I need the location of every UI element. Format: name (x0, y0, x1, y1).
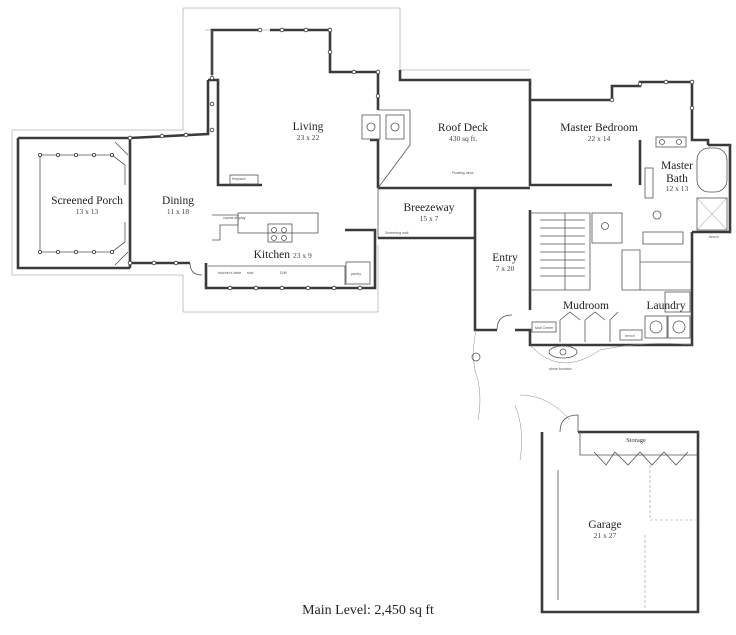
svg-text:sink: sink (247, 271, 254, 275)
living-dim: 23 x 22 (297, 133, 320, 142)
garage-label: Garage (588, 519, 621, 531)
breezeway-dim: 15 x 7 (420, 214, 439, 223)
service-wing-walls (471, 188, 694, 421)
screened-porch-dim: 13 x 13 (76, 207, 99, 216)
screened-porch-area (16, 136, 130, 270)
kitchen-label: Kitchen (254, 249, 291, 261)
plan-caption: Main Level: 2,450 sq ft (302, 603, 434, 618)
svg-text:fireplace: fireplace (232, 177, 246, 181)
garage-dim: 21 x 27 (594, 531, 617, 540)
roof-deck-dim: 430 sq ft. (449, 134, 477, 143)
screened-porch-label: Screened Porch (51, 195, 123, 207)
svg-text:Screening wall: Screening wall (385, 231, 409, 235)
roof-deck-area: Floating deck (361, 70, 545, 190)
svg-text:bench: bench (709, 235, 719, 239)
svg-text:butcher's table: butcher's table (218, 271, 241, 275)
entry-dim: 7 x 20 (496, 264, 515, 273)
master-bedroom-dim: 22 x 14 (588, 134, 611, 143)
breezeway-label: Breezeway (403, 202, 454, 214)
entry-label: Entry (492, 252, 518, 264)
main-block-walls: fireplace crystal display butcher's tabl… (127, 27, 381, 291)
master-bath-label: Master (661, 160, 693, 172)
svg-text:Floating deck: Floating deck (452, 171, 474, 175)
stone-fountain-label: stone fountain (549, 367, 572, 371)
pantry-label: pantry (351, 272, 361, 276)
svg-text:crystal display: crystal display (223, 216, 246, 220)
kitchen-dim: 23 x 9 (293, 251, 312, 260)
dining-label: Dining (162, 195, 194, 207)
bench-label: bench (625, 334, 635, 338)
svg-text:D/W: D/W (280, 271, 288, 275)
master-bath-dim: 12 x 13 (666, 184, 689, 193)
mail-center-label: Mail Center (535, 326, 554, 330)
laundry-label: Laundry (647, 300, 686, 312)
roof-outlines (11, 7, 571, 461)
living-label: Living (293, 121, 324, 133)
garage-walls (540, 414, 700, 614)
master-bedroom-label: Master Bedroom (560, 122, 638, 134)
dining-dim: 11 x 18 (167, 207, 189, 216)
master-bath-label-2: Bath (666, 173, 688, 185)
mudroom-label: Mudroom (563, 300, 609, 312)
master-suite-walls: bench (528, 79, 732, 245)
roof-deck-label: Roof Deck (438, 122, 488, 134)
storage-label: Storage (626, 437, 646, 444)
room-labels: Screened Porch 13 x 13 Dining 11 x 18 Li… (51, 121, 693, 540)
